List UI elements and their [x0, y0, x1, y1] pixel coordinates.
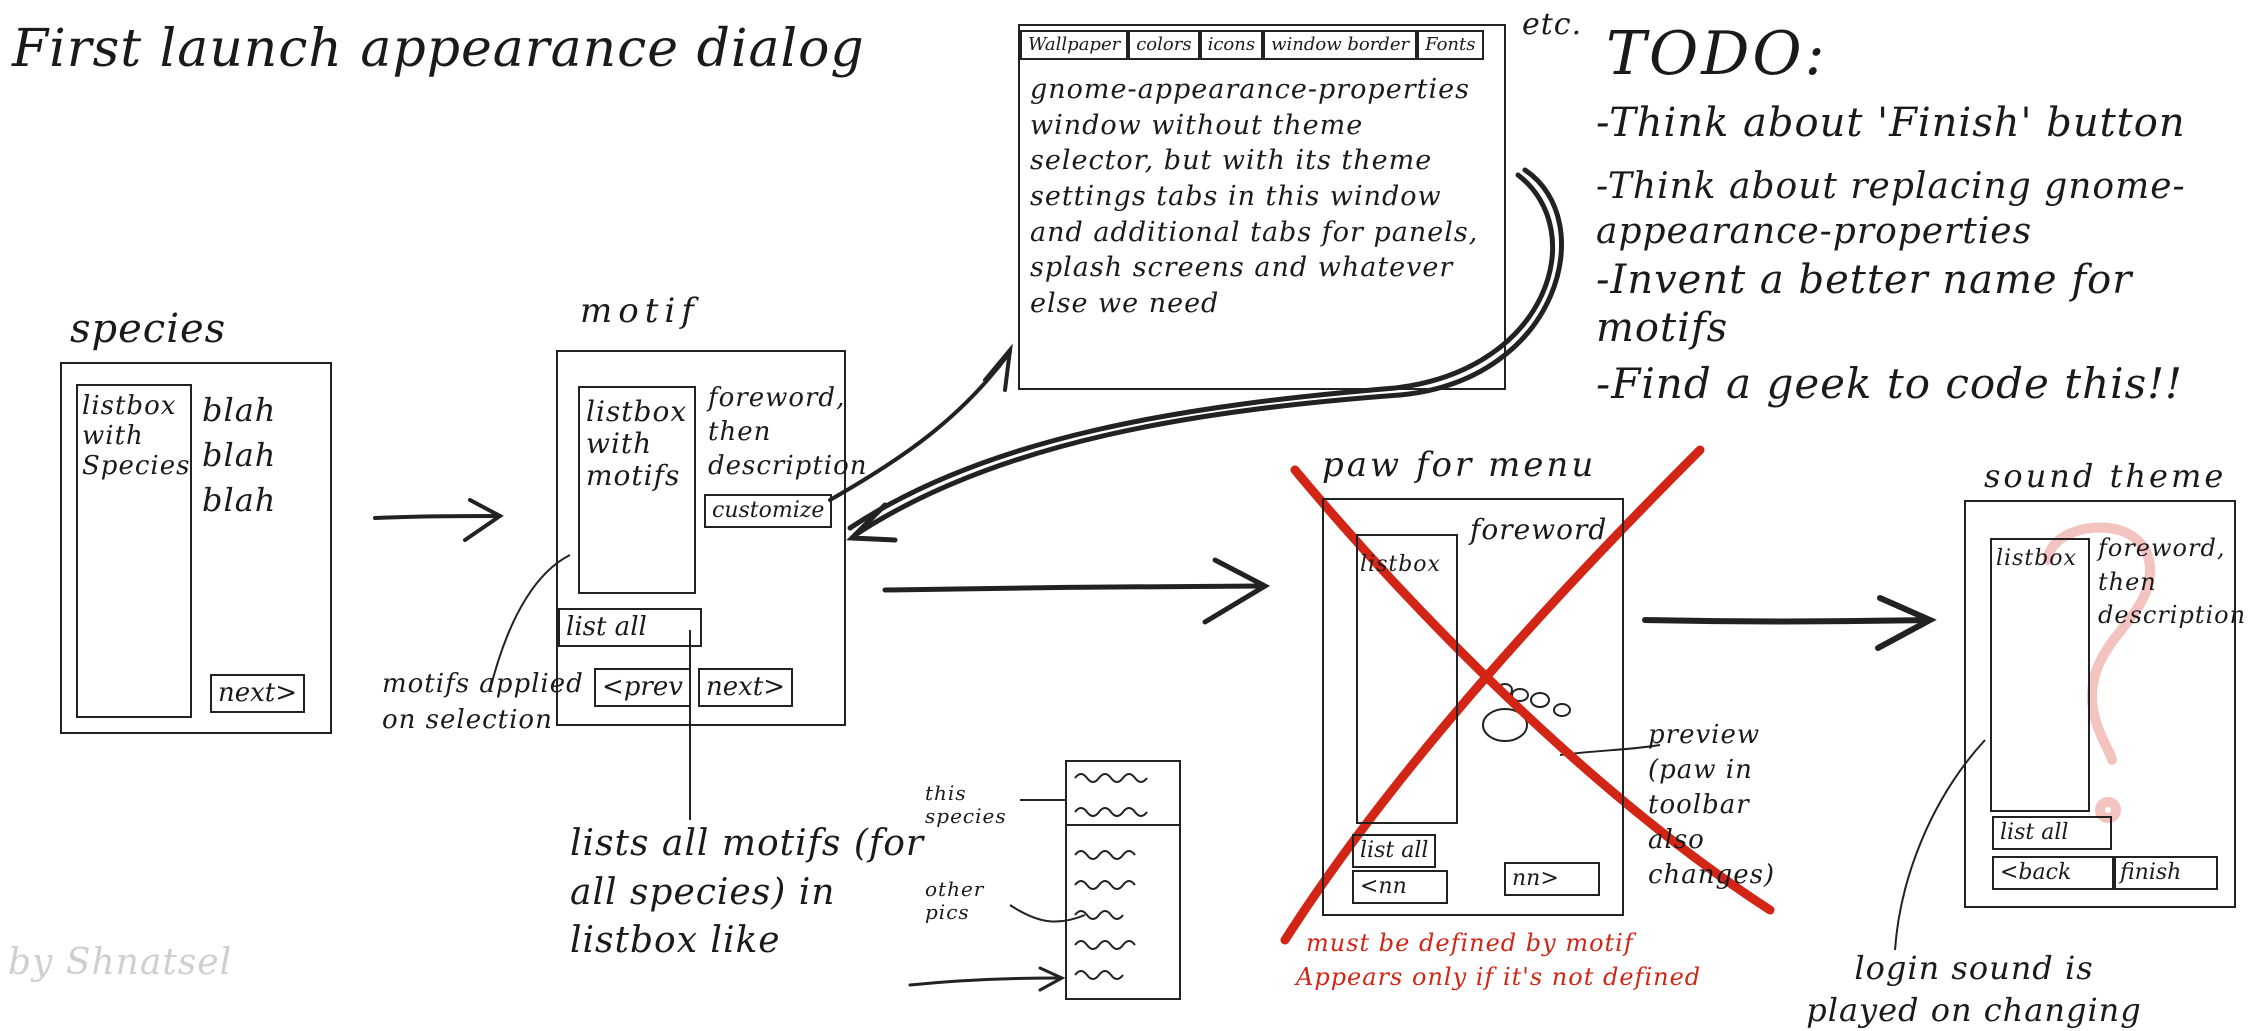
arrow-paw-to-sound	[1642, 595, 1937, 651]
motif-customize-button[interactable]: customize	[704, 494, 833, 529]
sound-window: listbox foreword, then description list …	[1964, 500, 2247, 908]
paw-preview-note: preview (paw in toolbar also changes)	[1648, 720, 1776, 891]
sound-back-button[interactable]: <back	[1992, 856, 2116, 891]
tab-fonts[interactable]: Fonts	[1417, 30, 1484, 60]
tab-icons[interactable]: icons	[1199, 30, 1264, 60]
paw-next-button[interactable]: nn>	[1504, 862, 1600, 897]
arrow-motif-to-paw	[882, 557, 1271, 625]
motifs-applied-note: motifs applied on selection	[382, 669, 584, 736]
motif-next-button[interactable]: next>	[698, 668, 794, 708]
etc-label: etc.	[1522, 7, 1583, 42]
tab-colors[interactable]: colors	[1128, 30, 1200, 60]
motif-listbox[interactable]: listbox with motifs	[578, 386, 696, 594]
motif-description: foreword, then description	[708, 383, 868, 481]
lists-all-note: lists all motifs (for all species) in li…	[570, 823, 925, 962]
list-example-scribbles	[1074, 773, 1148, 980]
todo-item-3: -Invent a better name for motifs	[1596, 257, 2133, 351]
species-listbox[interactable]: listbox with Species	[76, 384, 192, 718]
appearance-window: Wallpaper colors icons window border Fon…	[1018, 24, 1506, 390]
tab-wallpaper[interactable]: Wallpaper	[1020, 30, 1129, 60]
paw-listbox[interactable]: listbox	[1356, 534, 1458, 824]
paw-foreword: foreword	[1470, 513, 1608, 546]
arrow-customize-to-window	[828, 343, 1013, 502]
sound-listbox[interactable]: listbox	[1990, 538, 2090, 812]
paw-list-all-button[interactable]: list all	[1352, 834, 1437, 869]
list-example-box	[1065, 760, 1181, 1000]
sound-list-all-button[interactable]: list all	[1992, 816, 2112, 851]
leader-motifs-applied	[489, 554, 571, 691]
motif-listbox-text: listbox with motifs	[586, 395, 688, 493]
appearance-window-body: gnome-appearance-properties window witho…	[1030, 74, 1479, 319]
sound-heading: sound theme	[1984, 457, 2227, 495]
species-window: listbox with Species blah blah blah next…	[60, 362, 332, 734]
page-title: First launch appearance dialog	[12, 19, 865, 79]
motif-list-all-button[interactable]: list all	[558, 608, 702, 648]
paw-prev-button[interactable]: <nn	[1352, 870, 1448, 905]
arrow-to-list-example	[908, 966, 1066, 992]
list-example-divider	[1067, 824, 1179, 826]
paw-red-note-1: must be defined by motif	[1306, 929, 1634, 957]
tab-window-border[interactable]: window border	[1263, 30, 1418, 60]
sound-description: foreword, then description	[2098, 534, 2247, 630]
paw-listbox-text: listbox	[1360, 552, 1441, 577]
paw-red-note-2: Appears only if it's not defined	[1296, 963, 1702, 991]
species-description: blah blah blah	[202, 391, 277, 519]
species-next-button[interactable]: next>	[210, 674, 306, 714]
signature: by Shnatsel	[8, 942, 233, 983]
paw-window: listbox foreword list all <nn nn>	[1322, 498, 1624, 916]
arrow-species-to-motif	[373, 498, 504, 542]
paw-heading: paw for menu	[1322, 445, 1597, 485]
other-pics-label: other pics	[925, 877, 985, 924]
motif-window: listbox with motifs foreword, then descr…	[556, 350, 868, 726]
sound-listbox-text: listbox	[1996, 546, 2077, 571]
todo-item-2: -Think about replacing gnome-appearance-…	[1596, 166, 2186, 252]
this-species-label: this species	[925, 781, 1007, 828]
appearance-tabs: Wallpaper colors icons window border Fon…	[1020, 30, 1484, 60]
species-listbox-text: listbox with Species	[82, 391, 191, 481]
motif-prev-button[interactable]: <prev	[594, 668, 691, 708]
leader-other-pics	[1009, 904, 1086, 923]
sound-finish-button[interactable]: finish	[2112, 856, 2218, 891]
todo-item-1: -Think about 'Finish' button	[1596, 100, 2186, 146]
todo-item-4: -Find a geek to code this!!	[1596, 359, 2183, 408]
todo-heading: TODO:	[1606, 19, 1828, 89]
species-heading: species	[70, 306, 227, 352]
motif-heading: motif	[580, 291, 700, 331]
red-cross-mark	[1280, 445, 1775, 945]
sound-note: login sound is played on changing	[1806, 949, 2142, 1029]
arrow-window-back-to-motif	[846, 167, 1564, 543]
